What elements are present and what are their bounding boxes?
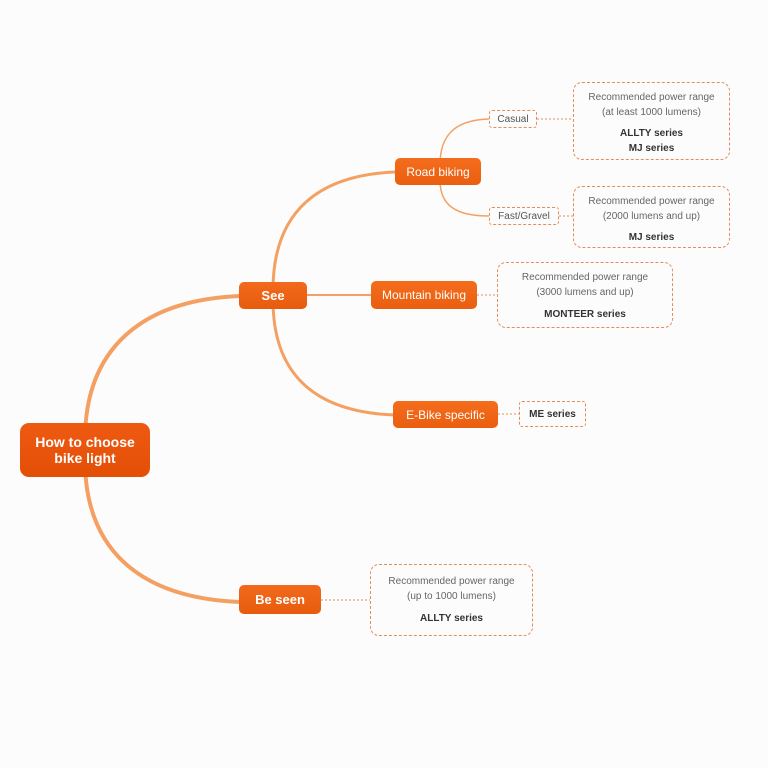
branch-be-seen-label: Be seen: [255, 592, 305, 607]
note-mountain-line1: Recommended power range: [521, 272, 649, 283]
link-root-beseen: [83, 458, 242, 604]
topic-mountain-biking[interactable]: Mountain biking: [371, 281, 477, 309]
note-casual-series1: ALLTY series: [620, 128, 683, 139]
note-ebike-series1: ME series: [529, 408, 576, 420]
note-mountain-series1: MONTEER series: [544, 309, 626, 320]
link-road-fast: [439, 179, 490, 217]
topic-casual[interactable]: Casual: [489, 110, 537, 128]
note-mountain-line2: (3000 lumens and up): [536, 287, 634, 298]
note-casual-line1: Recommended power range: [588, 92, 715, 103]
root-line-2: bike light: [54, 450, 116, 466]
root-line-1: How to choose: [35, 434, 135, 450]
link-root-see: [83, 294, 242, 442]
note-fast-gravel: Recommended power range (2000 lumens and…: [573, 186, 730, 248]
note-casual-series2: MJ series: [628, 143, 675, 154]
note-beseen-line2: (up to 1000 lumens): [407, 591, 496, 602]
link-see-road: [271, 170, 397, 292]
note-fast-line1: Recommended power range: [588, 196, 715, 207]
note-beseen-series1: ALLTY series: [420, 613, 483, 624]
note-mountain: Recommended power range (3000 lumens and…: [497, 262, 673, 328]
link-road-casual: [439, 118, 490, 166]
casual-label: Casual: [497, 113, 529, 125]
topic-ebike-specific[interactable]: E-Bike specific: [393, 401, 498, 428]
note-beseen-line1: Recommended power range: [388, 576, 515, 587]
branch-see-label: See: [261, 288, 285, 303]
branch-see[interactable]: See: [239, 282, 307, 309]
note-casual-line2: (at least 1000 lumens): [602, 107, 701, 118]
note-ebike: ME series: [519, 401, 586, 427]
topic-road-biking[interactable]: Road biking: [395, 158, 481, 185]
fast-gravel-label: Fast/Gravel: [498, 210, 550, 222]
note-casual: Recommended power range (at least 1000 l…: [573, 82, 730, 160]
ebike-label: E-Bike specific: [406, 407, 485, 422]
road-biking-label: Road biking: [406, 164, 470, 179]
note-fast-line2: (2000 lumens and up): [602, 211, 701, 222]
topic-fast-gravel[interactable]: Fast/Gravel: [489, 207, 559, 225]
root-topic[interactable]: How to choose bike light: [20, 423, 150, 477]
branch-be-seen[interactable]: Be seen: [239, 585, 321, 614]
note-be-seen: Recommended power range (up to 1000 lume…: [370, 564, 533, 636]
note-fast-series1: MJ series: [628, 232, 675, 243]
mountain-biking-label: Mountain biking: [381, 288, 467, 302]
link-see-ebike: [271, 298, 397, 417]
